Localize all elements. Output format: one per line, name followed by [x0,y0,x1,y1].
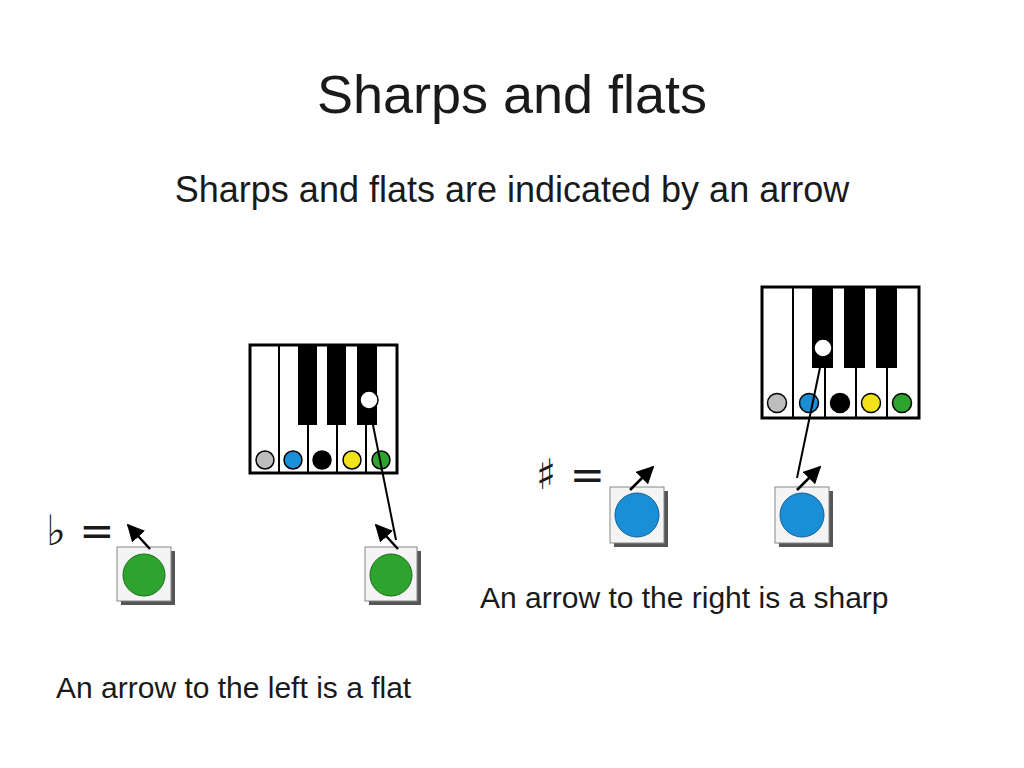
flat-note: An arrow to the left is a flat [56,670,411,706]
note-circle [615,493,659,537]
leader-line [370,410,396,540]
black-key [844,287,865,368]
black-key [298,345,317,425]
key-dot [343,451,361,469]
tile [775,487,829,543]
key-divider [278,345,280,473]
key-dot [284,451,302,469]
keyboard-frame [250,345,397,473]
key-dot [862,394,881,413]
key-divider [792,287,794,418]
black-key [812,287,833,368]
leader-line [797,358,822,478]
key-dot [831,394,850,413]
key-dot [814,339,832,357]
flat-note-tile [117,525,175,605]
tile [117,547,171,601]
tile [610,487,664,543]
flat-symbol: ♭ = [46,506,114,556]
sharp-arrow [630,467,653,490]
sharp-arrow [797,467,820,490]
note-circle [780,493,824,537]
note-circle [123,554,165,596]
sharp-note-tile [610,467,668,547]
sharp-example-tile [775,467,833,547]
title: Sharps and flats [0,62,1024,127]
key-dot [893,394,912,413]
flat-arrow [128,525,150,549]
key-dot [800,394,819,413]
flat-arrow [376,525,398,549]
subtitle: Sharps and flats are indicated by an arr… [0,168,1024,211]
black-key [876,287,897,368]
sharp-symbol: ♯ = [536,450,605,500]
left-keyboard [250,345,397,540]
key-dot [256,451,274,469]
right-keyboard [762,287,919,478]
key-dot [313,451,331,469]
flat-example-tile [365,525,421,605]
sharp-note: An arrow to the right is a sharp [480,580,889,616]
key-dot [360,391,378,409]
black-key [327,345,346,425]
tile [365,547,417,601]
keyboard-frame [762,287,919,418]
key-dot [768,394,787,413]
black-key [357,345,377,425]
note-circle [370,554,412,596]
